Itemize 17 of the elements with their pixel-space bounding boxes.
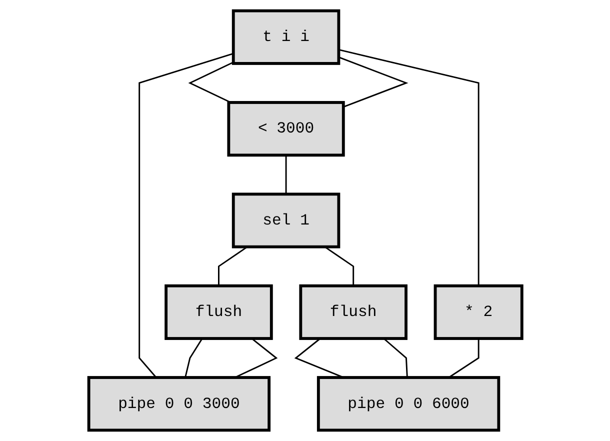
connector	[184, 338, 202, 378]
node-box: < 3000	[226, 101, 344, 157]
node-box: * 2	[433, 284, 523, 340]
connector	[284, 155, 286, 194]
node-box: pipe 0 0 3000	[86, 376, 270, 432]
connector	[338, 48, 479, 286]
connector	[448, 338, 479, 378]
connector	[138, 52, 234, 378]
node-box: pipe 0 0 6000	[316, 376, 500, 432]
node-box: flush	[298, 284, 408, 340]
connector	[324, 246, 354, 286]
node-box: flush	[164, 284, 273, 340]
connector	[382, 338, 408, 378]
connector	[218, 246, 248, 286]
node-box: sel 1	[232, 192, 340, 248]
node-box: t i i	[232, 9, 340, 65]
connector	[338, 56, 408, 108]
